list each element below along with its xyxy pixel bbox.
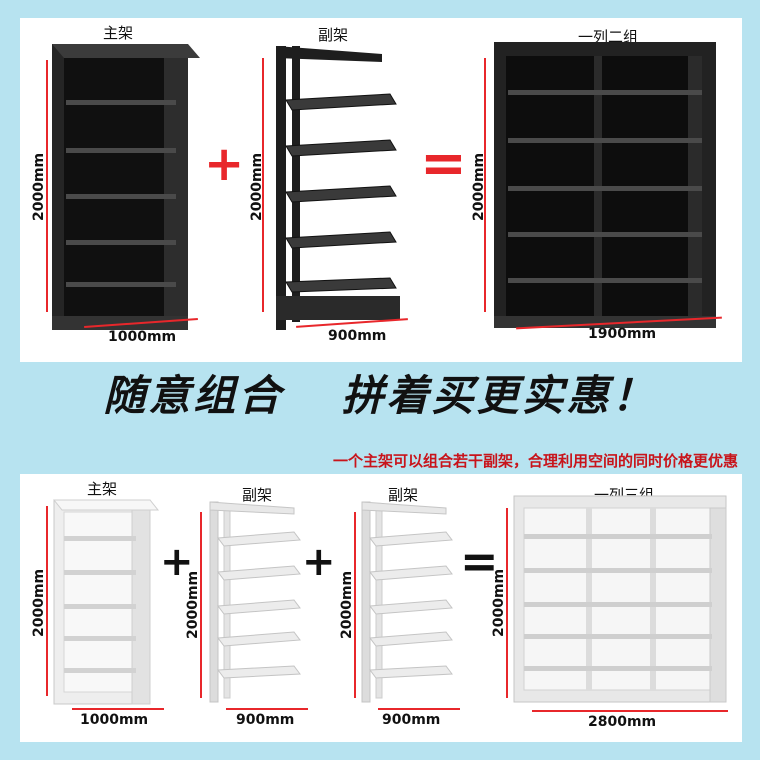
bottom-aux1-hline <box>226 708 308 710</box>
bottom-aux1-label: 副架 <box>242 486 273 504</box>
bottom-aux1-vline <box>200 512 202 698</box>
bottom-aux2-vline <box>354 512 356 698</box>
bottom-equals: = <box>460 534 499 588</box>
top-combo-shelf <box>494 42 716 328</box>
bottom-aux2-width: 900mm <box>382 712 441 728</box>
slogan: 随意组合 拼着买更实惠！ <box>0 362 760 430</box>
slogan-left: 随意组合 <box>103 371 284 420</box>
bottom-aux2-height: 2000mm <box>339 570 355 639</box>
top-main-shelf <box>52 44 200 330</box>
bottom-aux2-shelf <box>361 501 453 703</box>
bottom-main-height: 2000mm <box>31 568 47 637</box>
bottom-combo-width: 2800mm <box>588 714 657 730</box>
top-combo-height: 2000mm <box>471 152 487 221</box>
top-main-vline <box>46 60 48 312</box>
bottom-plus-1: + <box>160 539 194 585</box>
top-plus: + <box>204 136 245 192</box>
top-combo-label: 一列二组 <box>578 28 639 46</box>
bottom-main-hline <box>72 708 164 710</box>
subtitle: 一个主架可以组合若干副架，合理利用空间的同时价格更优惠 <box>332 452 738 470</box>
top-aux-label: 副架 <box>318 26 349 44</box>
bottom-aux2-hline <box>378 708 460 710</box>
bottom-aux1-shelf <box>209 501 301 703</box>
bottom-combo-vline <box>506 508 508 698</box>
bottom-main-shelf <box>52 499 160 705</box>
top-main-height: 2000mm <box>31 152 47 221</box>
slogan-right: 拼着买更实惠！ <box>341 371 657 420</box>
top-aux-width: 900mm <box>328 328 387 344</box>
top-combo-vline <box>484 58 486 312</box>
bottom-aux2-label: 副架 <box>388 486 419 504</box>
top-equals: = <box>420 131 467 196</box>
bottom-combo-hline <box>532 710 728 712</box>
bottom-main-width: 1000mm <box>80 712 149 728</box>
top-combo-width: 1900mm <box>588 326 657 342</box>
top-main-width: 1000mm <box>108 329 177 345</box>
top-aux-vline <box>262 58 264 312</box>
top-main-label: 主架 <box>103 24 134 42</box>
bottom-main-vline <box>46 506 48 696</box>
bottom-aux1-width: 900mm <box>236 712 295 728</box>
top-aux-shelf <box>276 46 400 330</box>
top-aux-height: 2000mm <box>249 152 265 221</box>
bottom-plus-2: + <box>302 539 336 585</box>
bottom-main-label: 主架 <box>87 480 118 498</box>
bottom-combo-shelf <box>513 495 727 703</box>
